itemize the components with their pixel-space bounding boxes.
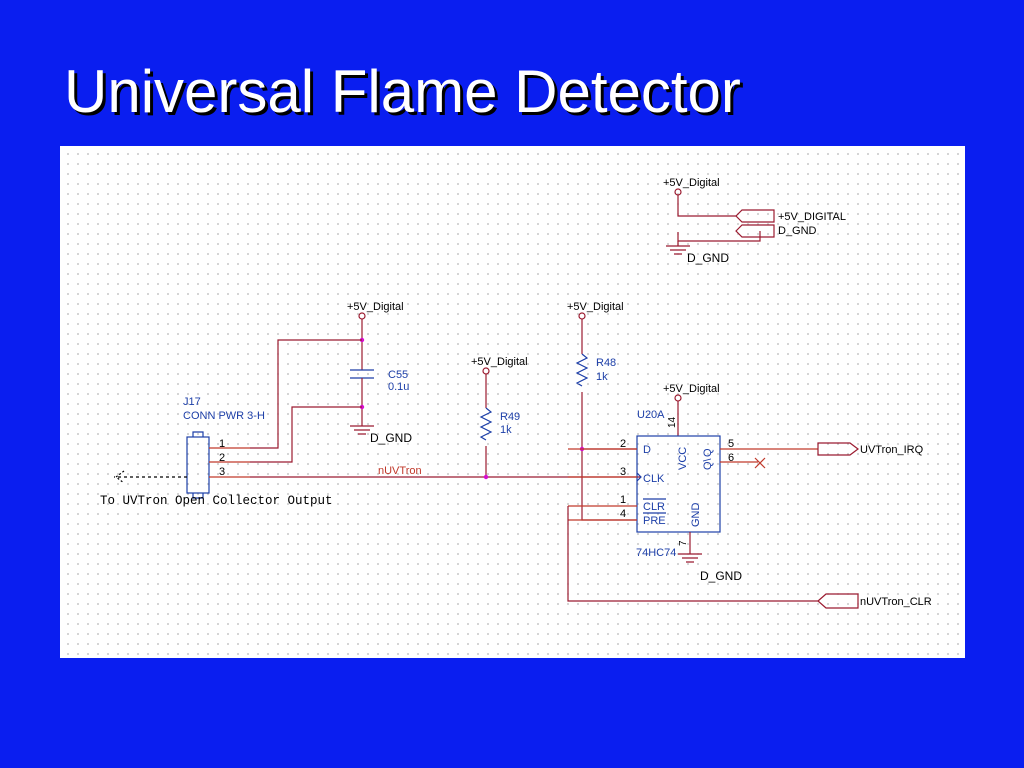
u20-part: 74HC74	[636, 547, 676, 559]
ground-label: D_GND	[687, 251, 729, 265]
schematic-diagram: +5V_Digital +5V_DIGITAL D_GND D_GND +5V_…	[100, 177, 932, 609]
irq-port: UVTron_IRQ	[817, 442, 924, 456]
u20-pin-qn: Q\	[702, 457, 714, 470]
clock-symbol	[636, 472, 642, 482]
port-symbol	[817, 593, 859, 609]
resistor-symbol	[479, 407, 493, 441]
power-label: +5V_Digital	[663, 177, 720, 189]
j17-note: To UVTron Open Collector Output	[100, 494, 333, 508]
vcc-port-symbol	[735, 209, 775, 223]
u20-pin-clk: CLK	[643, 473, 665, 485]
ground-label: D_GND	[700, 569, 742, 583]
c55-value: 0.1u	[388, 381, 409, 393]
c55-capacitor: +5V_Digital D_GND C55 0.1u	[347, 301, 412, 445]
u20-pin-6: 6	[728, 452, 734, 464]
r48-value: 1k	[596, 371, 608, 383]
power-symbol	[358, 312, 366, 320]
connector-body	[186, 436, 210, 494]
gnd-port-label: D_GND	[778, 225, 817, 237]
net-label-nuvtron: nUVTron	[378, 465, 422, 477]
ground-symbol	[666, 241, 690, 255]
u20-pin-pre: PRE	[643, 515, 666, 527]
power-label: +5V_Digital	[471, 356, 528, 368]
r48-resistor: +5V_Digital R48 1k	[567, 301, 637, 521]
u20-pin-q: Q	[702, 448, 714, 457]
power-port-block: +5V_Digital +5V_DIGITAL D_GND D_GND	[663, 177, 846, 265]
j17-pin-2: 2	[219, 452, 225, 464]
j17-pin-3: 3	[219, 466, 225, 478]
j17-ref: J17	[183, 396, 201, 408]
r49-resistor: +5V_Digital R49 1k	[471, 356, 528, 480]
u20-pin-3: 3	[620, 466, 626, 478]
slide-title: Universal Flame Detector	[64, 58, 741, 125]
r48-ref: R48	[596, 357, 616, 369]
j17-connector: J17 CONN PWR 3-H 1 2 3 To UVTron Open Co…	[100, 396, 333, 508]
clr-port-label: nUVTron_CLR	[860, 596, 932, 608]
u20-pin-4: 4	[620, 508, 626, 520]
vcc-port-label: +5V_DIGITAL	[778, 211, 846, 223]
u20-pin-vcc: VCC	[677, 447, 689, 470]
no-connect-icon	[754, 457, 766, 469]
j17-pin-1: 1	[219, 438, 225, 450]
r49-ref: R49	[500, 411, 520, 423]
power-label: +5V_Digital	[663, 383, 720, 395]
irq-port-label: UVTron_IRQ	[860, 444, 924, 456]
power-symbol	[578, 312, 586, 320]
schematic-panel: +5V_Digital +5V_DIGITAL D_GND D_GND +5V_…	[60, 146, 965, 658]
ground-label: D_GND	[370, 431, 412, 445]
power-symbol	[482, 367, 490, 375]
u20-gnd-pin-number: 7	[678, 540, 689, 546]
j17-value: CONN PWR 3-H	[183, 410, 265, 422]
gnd-port-symbol	[735, 224, 775, 238]
ground-symbol	[678, 553, 702, 563]
resistor-symbol	[575, 353, 589, 387]
u20-pin-gnd: GND	[690, 503, 702, 528]
power-symbol	[674, 394, 682, 402]
power-symbol	[674, 188, 682, 196]
u20-ref: U20A	[637, 409, 665, 421]
u20-pin-d: D	[643, 444, 651, 456]
u20a-flip-flop: +5V_Digital U20A 14 2 3 1 4 D CLK CLR PR…	[568, 383, 818, 583]
power-label: +5V_Digital	[567, 301, 624, 313]
u20-pin-2: 2	[620, 438, 626, 450]
clr-port: nUVTron_CLR	[817, 593, 932, 609]
u20-pin-1: 1	[620, 494, 626, 506]
u20-pin-5: 5	[728, 438, 734, 450]
port-symbol	[817, 442, 859, 456]
chip-body	[636, 435, 721, 533]
c55-ref: C55	[388, 369, 408, 381]
power-label: +5V_Digital	[347, 301, 404, 313]
u20-pin-clr: CLR	[643, 501, 665, 513]
ground-symbol	[350, 420, 374, 435]
u20-vcc-pin-number: 14	[667, 416, 678, 428]
capacitor-symbol	[350, 369, 374, 379]
r49-value: 1k	[500, 424, 512, 436]
